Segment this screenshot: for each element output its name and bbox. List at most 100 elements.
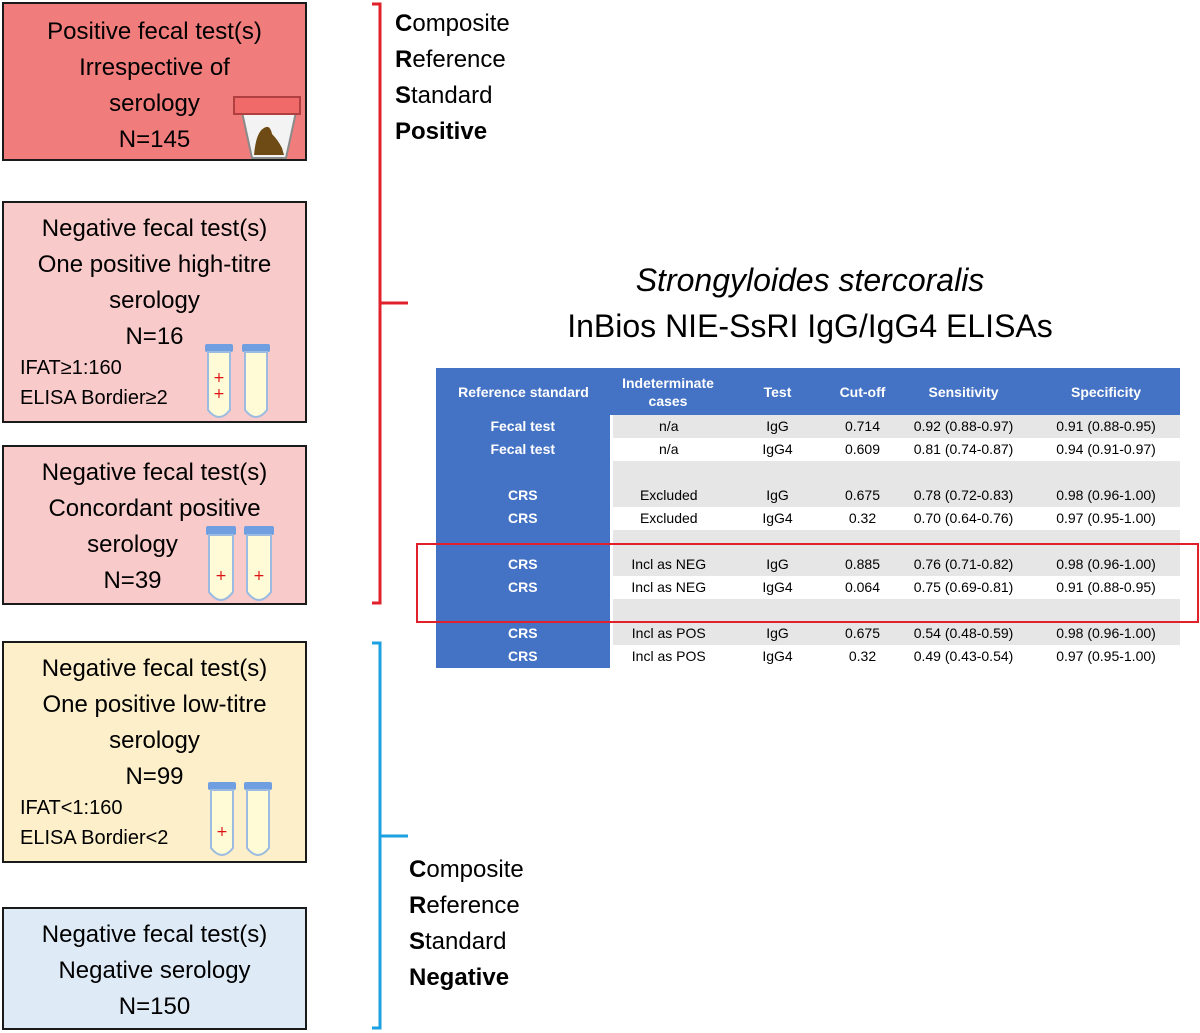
table-cell (895, 599, 1032, 622)
table-cell: IgG4 (725, 507, 830, 530)
header-reference-standard: Reference standard (436, 368, 611, 415)
header-indeterminate: Indeterminate cases (611, 368, 725, 415)
test-tube-icon: + (208, 782, 236, 856)
header-test: Test (725, 368, 830, 415)
table-cell: CRS (436, 507, 613, 530)
svg-text:+: + (213, 370, 225, 386)
table-cell: 0.32 (830, 645, 895, 668)
box-count: N=145 (118, 126, 191, 153)
table-cell: n/a (611, 415, 725, 438)
table-cell (1032, 599, 1180, 622)
test-tube-icon: + (206, 526, 236, 601)
table-row (436, 599, 1180, 622)
table-cell: CRS (436, 553, 613, 576)
table-cell (725, 461, 830, 484)
box-count: N=39 (103, 567, 162, 594)
table-cell (611, 461, 725, 484)
box-count: N=16 (125, 323, 184, 350)
table-cell: CRS (436, 576, 613, 599)
table-cell (725, 530, 830, 553)
table-cell (830, 461, 895, 484)
table-cell: 0.54 (0.48-0.59) (895, 622, 1032, 645)
table-cell: 0.49 (0.43-0.54) (895, 645, 1032, 668)
table-cell (1032, 530, 1180, 553)
table-cell: Excluded (611, 507, 725, 530)
box-line: One positive low-titre (42, 691, 267, 718)
table-cell (725, 599, 830, 622)
table-cell: CRS (436, 645, 613, 668)
header-sensitivity: Sensitivity (895, 368, 1032, 415)
table-cell: 0.675 (830, 484, 895, 507)
test-tube-icon (242, 344, 270, 418)
table-cell: 0.32 (830, 507, 895, 530)
table-cell: IgG (725, 553, 830, 576)
note-ifat: IFAT<1:160 (20, 797, 123, 819)
table-cell: 0.76 (0.71-0.82) (895, 553, 1032, 576)
box-line: serology (109, 287, 200, 314)
table-cell: IgG4 (725, 576, 830, 599)
table-cell (895, 461, 1032, 484)
table-cell: IgG4 (725, 645, 830, 668)
table-row (436, 461, 1180, 484)
table-cell: Incl as POS (611, 622, 725, 645)
table-cell: 0.98 (0.96-1.00) (1032, 484, 1180, 507)
table-cell (611, 599, 725, 622)
table-cell: 0.885 (830, 553, 895, 576)
category-box-high-titre: Negative fecal test(s) One positive high… (2, 201, 307, 423)
box-line: Negative fecal test(s) (41, 655, 268, 682)
table-cell: 0.98 (0.96-1.00) (1032, 622, 1180, 645)
table-cell: 0.064 (830, 576, 895, 599)
table-cell: CRS (436, 484, 613, 507)
box-line: Negative fecal test(s) (41, 459, 268, 486)
table-cell: 0.78 (0.72-0.83) (895, 484, 1032, 507)
box-line: Irrespective of (79, 54, 230, 81)
box-line: One positive high-titre (37, 251, 272, 278)
category-box-low-titre: Negative fecal test(s) One positive low-… (2, 641, 307, 863)
table-cell (830, 599, 895, 622)
box-count: N=150 (118, 993, 191, 1020)
table-cell: Fecal test (436, 415, 613, 438)
incl-neg-highlight-box (416, 543, 1199, 623)
table-cell: 0.675 (830, 622, 895, 645)
table-cell (1032, 461, 1180, 484)
box-line: Negative serology (58, 957, 251, 984)
table-cell (436, 530, 613, 553)
table-cell: Incl as POS (611, 645, 725, 668)
table-cell: 0.92 (0.88-0.97) (895, 415, 1032, 438)
box-line: Positive fecal test(s) (47, 18, 262, 45)
table-cell: CRS (436, 622, 613, 645)
table-cell: 0.94 (0.91-0.97) (1032, 438, 1180, 461)
table-cell: Incl as NEG (611, 576, 725, 599)
table-cell: 0.609 (830, 438, 895, 461)
table-cell: 0.91 (0.88-0.95) (1032, 415, 1180, 438)
box-line: serology (109, 90, 200, 117)
table-cell: 0.70 (0.64-0.76) (895, 507, 1032, 530)
stool-container-icon (233, 96, 301, 159)
table-header-row: Reference standard Indeterminate cases T… (436, 368, 1180, 415)
svg-text:+: + (253, 568, 265, 584)
note-elisa: ELISA Bordier≥2 (20, 387, 168, 409)
note-ifat: IFAT≥1:160 (20, 357, 122, 379)
test-tube-icon: + (244, 526, 274, 601)
test-tube-icon: + + (205, 344, 233, 418)
table-cell (436, 461, 613, 484)
table-cell: 0.91 (0.88-0.95) (1032, 576, 1180, 599)
table-cell: IgG4 (725, 438, 830, 461)
test-tube-icon (244, 782, 272, 856)
svg-text:+: + (216, 824, 228, 840)
table-cell (895, 530, 1032, 553)
results-table: Reference standard Indeterminate cases T… (436, 368, 1180, 668)
box-line: Negative fecal test(s) (41, 215, 268, 242)
table-cell: 0.81 (0.74-0.87) (895, 438, 1032, 461)
svg-text:+: + (215, 568, 227, 584)
table-cell: IgG (725, 622, 830, 645)
table-cell: IgG (725, 415, 830, 438)
table-cell: IgG (725, 484, 830, 507)
bracket-positive (372, 2, 408, 605)
category-box-fecal-positive: Positive fecal test(s) Irrespective of s… (2, 2, 307, 161)
box-line: serology (87, 531, 178, 558)
box-line: Concordant positive (48, 495, 261, 522)
